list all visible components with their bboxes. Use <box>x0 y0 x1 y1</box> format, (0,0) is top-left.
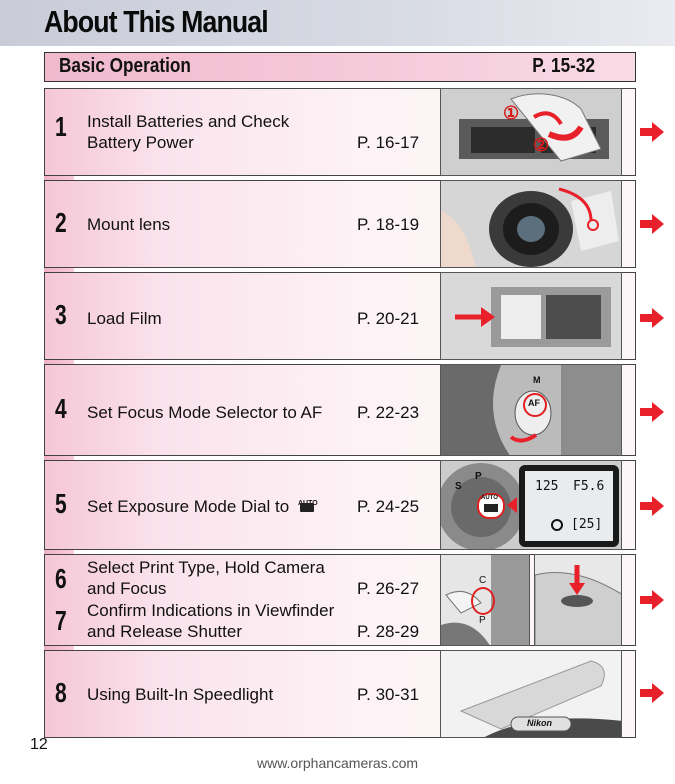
step-2-row: 2 Mount lens P. 18-19 <box>44 180 636 268</box>
af-label: AF <box>528 398 540 408</box>
step-6-page-ref: P. 26-27 <box>357 579 420 598</box>
step-page-ref: P. 16-17 <box>357 133 420 152</box>
step-4-row: 4 Set Focus Mode Selector to AF P. 22-23… <box>44 364 636 456</box>
dial-c-label: C <box>479 575 487 586</box>
step-page-ref: P. 20-21 <box>357 309 420 328</box>
step-number: 8 <box>55 677 67 708</box>
step-6-text: Select Print Type, Hold Camera and Focus <box>87 558 325 598</box>
auto-label: AUTO <box>481 495 498 501</box>
film-icon <box>551 519 563 531</box>
title-band <box>0 0 675 46</box>
step-5-row: 5 Set Exposure Mode Dial to AUTO P. 24-2… <box>44 460 636 550</box>
next-arrow-icon <box>640 683 664 703</box>
brand-logo-text: Nikon <box>527 718 553 728</box>
print-type-illustration: C P <box>440 554 530 646</box>
page-title: About This Manual <box>44 4 269 39</box>
next-arrow-icon <box>640 308 664 328</box>
lcd-panel: 125 F5.6 [25] <box>519 465 619 547</box>
step-page-ref: P. 18-19 <box>357 215 420 234</box>
step-number: 1 <box>55 111 67 142</box>
page-number: 12 <box>30 736 48 753</box>
step-text: Set Focus Mode Selector to AF <box>87 403 323 422</box>
pointer-left-icon <box>507 497 517 513</box>
callout-2: ② <box>533 135 550 155</box>
step-1-row: 1 Install Batteries and Check Battery Po… <box>44 88 636 176</box>
dial-s-label: S <box>455 481 462 492</box>
battery-illustration: ① ② <box>440 88 622 176</box>
step-number: 4 <box>55 393 67 424</box>
step-text: Set Exposure Mode Dial to AUTO <box>87 496 318 517</box>
exposure-dial-illustration: P S AUTO 125 F5.6 [25] <box>440 460 622 550</box>
next-arrow-icon <box>640 496 664 516</box>
step-text: Install Batteries and Check Battery Powe… <box>87 112 290 152</box>
step-number: 3 <box>55 299 67 330</box>
m-label: M <box>533 375 541 385</box>
lcd-aperture-value: F5.6 <box>573 479 605 494</box>
step-text: Load Film <box>87 309 162 328</box>
step-text: Using Built-In Speedlight <box>87 685 274 704</box>
film-load-illustration <box>440 272 622 360</box>
section-header: Basic Operation P. 15-32 <box>44 52 636 82</box>
step-6-7-row: 6 7 Select Print Type, Hold Camera and F… <box>44 554 636 646</box>
footer-url: www.orphancameras.com <box>256 755 419 771</box>
step-7-text: Confirm Indications in Viewfinder and Re… <box>87 601 335 641</box>
step-number: 2 <box>55 207 67 238</box>
section-title: Basic Operation <box>59 55 191 77</box>
print-type-highlight <box>471 587 495 615</box>
step-page-ref: P. 24-25 <box>357 497 420 516</box>
lens-mount-illustration <box>440 180 622 268</box>
step-8-row: 8 Using Built-In Speedlight P. 30-31 Nik… <box>44 650 636 738</box>
step-text: Mount lens <box>87 215 171 234</box>
speedlight-illustration: Nikon <box>440 650 622 738</box>
auto-mode-icon: AUTO <box>298 498 318 514</box>
step-page-ref: P. 22-23 <box>357 403 420 422</box>
auto-highlight: AUTO <box>477 493 505 519</box>
step-number: 5 <box>55 488 67 519</box>
next-arrow-icon <box>640 402 664 422</box>
dial-p-label: P <box>479 615 486 626</box>
lcd-shutter-value: 125 <box>535 479 559 494</box>
dial-p-label: P <box>475 471 482 482</box>
step-number-7: 7 <box>55 605 67 636</box>
callout-1: ① <box>503 103 520 123</box>
next-arrow-icon <box>640 590 664 610</box>
section-page-range: P. 15-32 <box>532 55 595 77</box>
focus-selector-illustration: AF M <box>440 364 622 456</box>
step-3-row: 3 Load Film P. 20-21 <box>44 272 636 360</box>
next-arrow-icon <box>640 122 664 142</box>
next-arrow-icon <box>640 214 664 234</box>
step-number-6: 6 <box>55 563 67 594</box>
step-7-page-ref: P. 28-29 <box>357 622 420 641</box>
shutter-release-illustration <box>534 554 622 646</box>
lcd-frame-count: [25] <box>571 517 603 532</box>
af-highlight-circle <box>523 393 547 417</box>
step-page-ref: P. 30-31 <box>357 685 420 704</box>
